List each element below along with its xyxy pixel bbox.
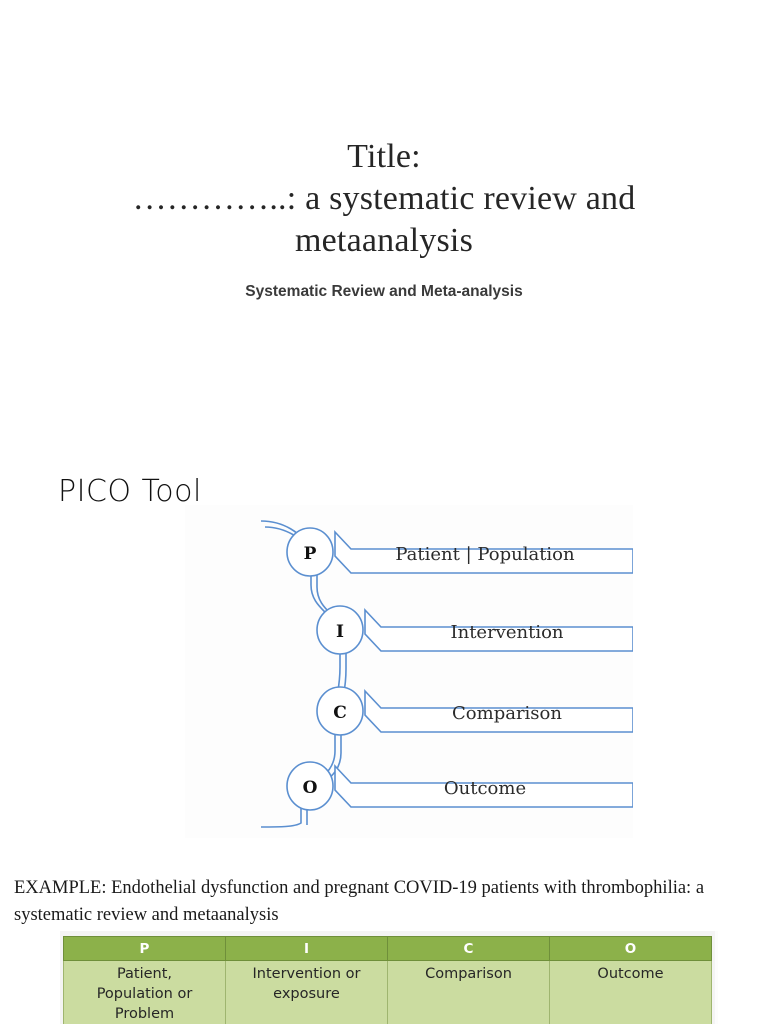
pico-label-o: Outcome	[444, 778, 526, 799]
example-paragraph: EXAMPLE: Endothelial dysfunction and pre…	[14, 878, 705, 925]
pico-table-figure: P I C O Patient, Population or Problem I…	[60, 931, 718, 1024]
pico-letter-p: P	[304, 544, 317, 564]
pico-letter-c: C	[333, 703, 347, 723]
table-row: Patient, Population or Problem Intervent…	[63, 960, 712, 1024]
table-cell-i: Intervention or exposure	[225, 960, 388, 1024]
pico-diagram-figure: P Patient | Population I Intervention C …	[185, 505, 633, 838]
table-cell-o: Outcome	[549, 960, 712, 1024]
pico-node-o: O Outcome	[286, 761, 633, 811]
title-line-2: …………..: a systematic review and	[132, 180, 636, 217]
pico-letter-o: O	[303, 778, 318, 798]
slide-title: Title: …………..: a systematic review and m…	[0, 136, 768, 262]
title-line-1: Title:	[347, 138, 421, 175]
table-cell-p-line-3: Problem	[114, 1006, 175, 1022]
pico-label-c: Comparison	[452, 703, 562, 724]
slide-subtitle: Systematic Review and Meta-analysis	[245, 283, 523, 300]
title-line-3: metaanalysis	[294, 222, 473, 259]
table-header-c: C	[387, 936, 550, 961]
table-header-i: I	[225, 936, 388, 961]
table-cell-i-line-2: exposure	[273, 986, 340, 1002]
pico-label-i: Intervention	[450, 622, 563, 643]
table-cell-i-line-1: Intervention or	[252, 966, 361, 982]
table-header-row: P I C O	[63, 936, 712, 961]
pico-tool-heading: PICO Tool	[58, 474, 202, 509]
pico-node-p: P Patient | Population	[286, 527, 633, 577]
table-cell-p-line-2: Population or	[96, 986, 193, 1002]
table-cell-o-line-1: Outcome	[597, 966, 664, 982]
pico-label-p: Patient | Population	[395, 544, 575, 565]
table-cell-c-line-1: Comparison	[425, 966, 512, 982]
table-cell-c: Comparison	[387, 960, 550, 1024]
table-cell-p: Patient, Population or Problem	[63, 960, 226, 1024]
pico-letter-i: I	[336, 622, 344, 642]
table-header-p: P	[63, 936, 226, 961]
table-header-o: O	[549, 936, 712, 961]
table-cell-p-line-1: Patient,	[116, 966, 173, 982]
pico-table: P I C O Patient, Population or Problem I…	[63, 936, 712, 1024]
pico-node-i: I Intervention	[316, 605, 633, 655]
pico-node-c: C Comparison	[316, 686, 633, 736]
